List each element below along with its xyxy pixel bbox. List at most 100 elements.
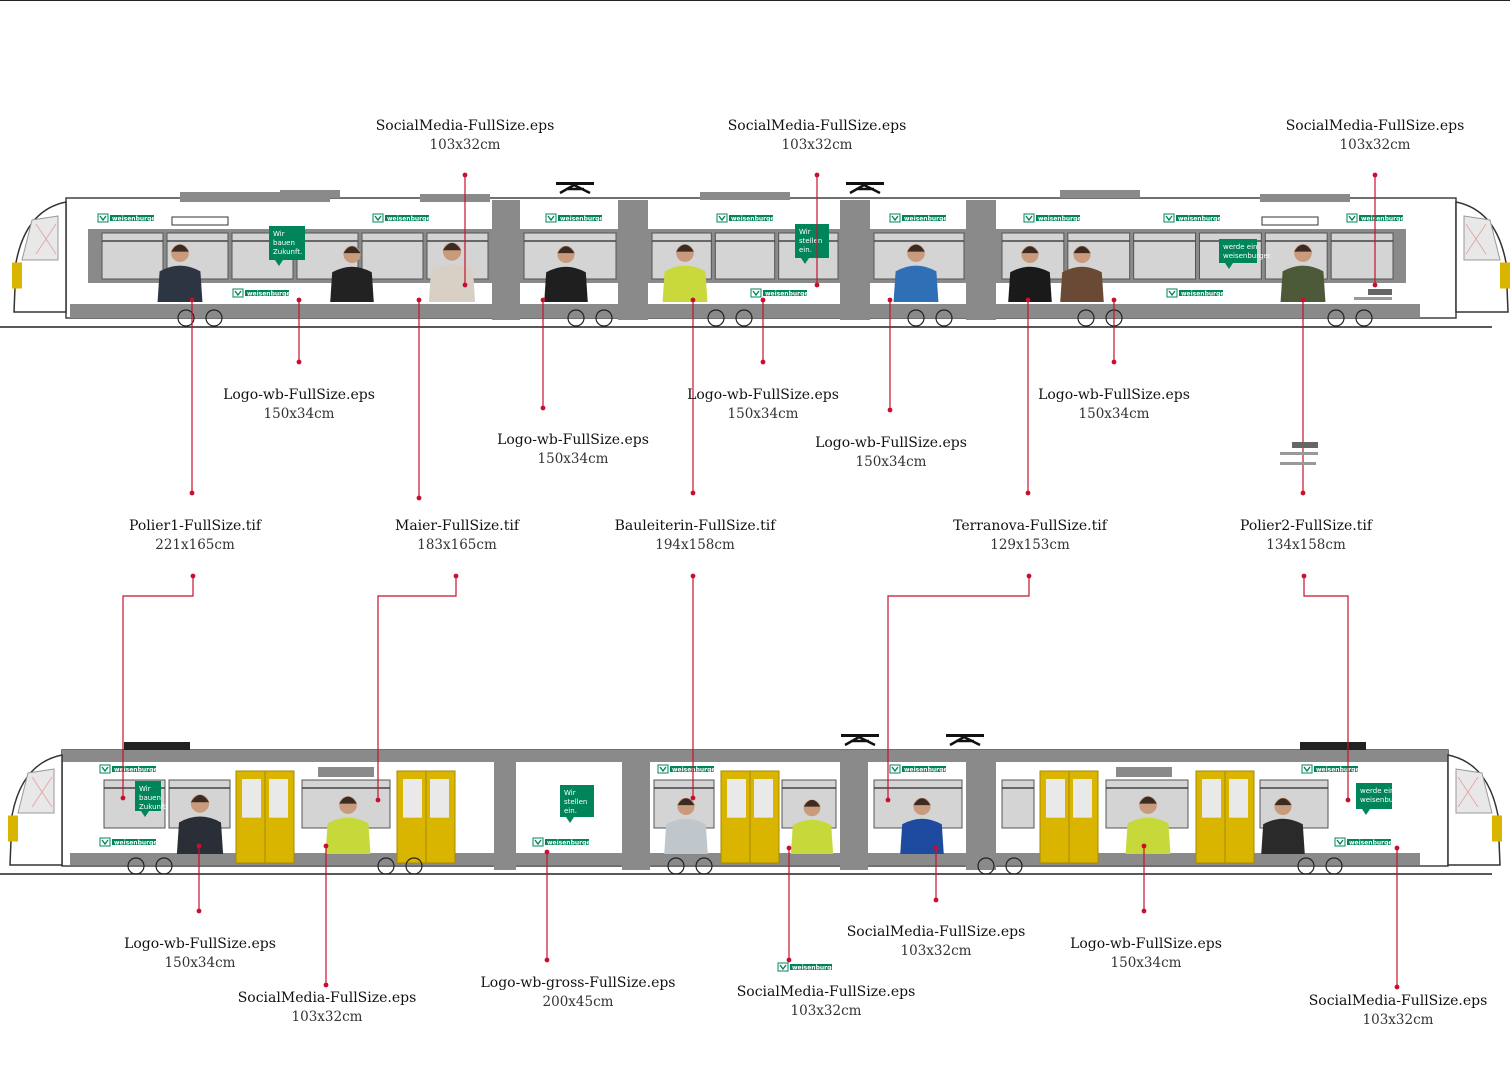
brand-logo-text: weisenburger	[1038, 216, 1084, 223]
wheel	[567, 309, 585, 327]
articulation-joint	[966, 752, 996, 870]
person-photo	[176, 794, 224, 854]
pantograph-head	[841, 734, 879, 737]
pantograph	[556, 182, 594, 195]
cab-window-cross	[35, 223, 57, 255]
person-hair	[1139, 796, 1157, 804]
leader-dot	[814, 172, 820, 178]
brand-logo-bar	[902, 766, 946, 772]
file-label-dimensions: 150x34cm	[537, 451, 609, 467]
leader-dot	[1300, 297, 1306, 303]
person-hair	[190, 794, 210, 803]
person-body	[1280, 265, 1326, 302]
door-window	[269, 779, 288, 818]
brand-logo-check	[374, 215, 382, 222]
wheel	[695, 857, 713, 875]
social-icons	[1292, 442, 1318, 448]
brand-logo: weisenburger	[1334, 837, 1395, 847]
file-label-name: Logo-wb-FullSize.eps	[223, 387, 375, 403]
leader-dot	[933, 897, 939, 903]
social-icons	[1368, 289, 1392, 295]
slogan-panel-text: Wir	[564, 789, 576, 797]
person-body	[544, 266, 588, 302]
leader-dot	[196, 843, 202, 849]
bogie	[1297, 857, 1343, 875]
wheel	[1355, 309, 1373, 327]
roof-equipment	[420, 194, 490, 202]
person-body	[664, 818, 708, 854]
slogan-panel-tail	[1225, 263, 1233, 269]
wheel	[1005, 857, 1023, 875]
brand-logo-text: weisenburger	[672, 767, 718, 774]
wheel	[735, 309, 753, 327]
door-window	[1073, 779, 1092, 818]
person-photo	[325, 796, 371, 854]
brand-logo-check	[718, 215, 726, 222]
person-photo	[900, 797, 944, 854]
brand-logo-check	[779, 964, 787, 971]
brand-logo-mark	[1334, 837, 1346, 847]
brand-logo-mark	[232, 288, 244, 298]
roof-equipment	[280, 190, 340, 198]
slogan-panel-text: werde ein	[1360, 787, 1394, 795]
brand-logo-bar	[110, 215, 154, 221]
person-body	[900, 818, 944, 854]
brand-logo: weisenburger	[1346, 213, 1407, 223]
brand-logo-text: weisenburger	[1178, 216, 1224, 223]
brand-logo-text: weisenburger	[1349, 840, 1395, 847]
brand-logo: weisenburger	[1166, 288, 1227, 298]
brand-logo: weisenburger	[1163, 213, 1224, 223]
leader-line	[122, 576, 194, 798]
brand-logo-bar	[763, 290, 807, 296]
file-label-name: Terranova-FullSize.tif	[953, 518, 1107, 534]
brand-logo-mark	[889, 764, 901, 774]
leader-dot	[1394, 984, 1400, 990]
brand-logo: weisenburger	[777, 962, 838, 972]
pantograph-head	[846, 182, 884, 185]
file-label-dimensions: 103x32cm	[1339, 137, 1411, 153]
pantograph-head	[556, 182, 594, 185]
brand-logo: weisenburger	[532, 837, 593, 847]
pantograph-arm	[849, 183, 881, 195]
brand-logo-mark	[716, 213, 728, 223]
leader-dot	[887, 407, 893, 413]
upper-train: weisenburger weisenburger weisenburger weis…	[0, 182, 1510, 328]
destination-display	[1116, 767, 1172, 777]
person-photo	[1008, 245, 1052, 302]
file-label-name: Logo-wb-FullSize.eps	[497, 432, 649, 448]
wheel	[907, 309, 925, 327]
brand-logo-bar	[729, 215, 773, 221]
wheel	[977, 857, 995, 875]
wheel	[205, 309, 223, 327]
brand-logo-mark	[1023, 213, 1035, 223]
brand-logo-check	[1336, 839, 1344, 846]
leader-line	[377, 576, 457, 800]
person-body	[893, 265, 939, 302]
roof-equipment	[1260, 194, 1350, 202]
destination-display	[171, 216, 229, 226]
file-label-name: Logo-wb-FullSize.eps	[687, 387, 839, 403]
brand-logo-check	[101, 766, 109, 773]
brand-logo-text: weisenburger	[1181, 291, 1227, 298]
brand-logo: weisenburger	[99, 837, 160, 847]
brand-logo-check	[1165, 215, 1173, 222]
leader-dot	[690, 573, 696, 579]
file-label-dimensions: 150x34cm	[855, 454, 927, 470]
articulation-joint	[494, 752, 516, 870]
wheel	[155, 857, 173, 875]
bogie	[1327, 309, 1373, 327]
wheel	[935, 309, 953, 327]
brand-logo-text: weisenburger	[792, 965, 838, 972]
brand-logo-check	[1303, 766, 1311, 773]
wheel	[177, 309, 195, 327]
social-icons-strip	[1280, 452, 1318, 455]
door	[720, 770, 780, 864]
wheel	[1327, 309, 1345, 327]
